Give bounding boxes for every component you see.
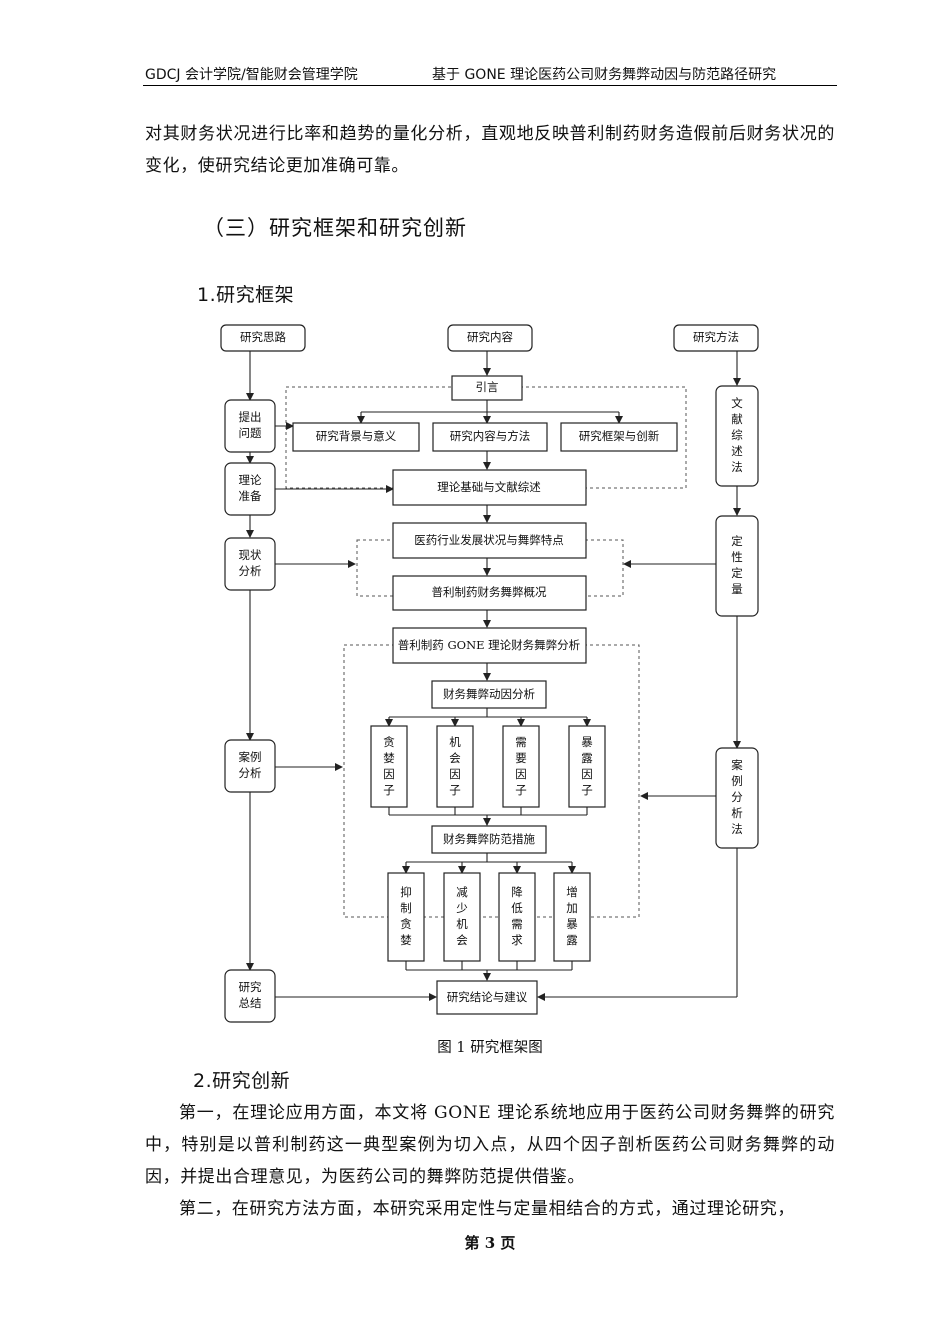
box-left-1 — [224, 399, 276, 453]
box-intro-sub-3 — [560, 422, 678, 452]
label-intro-sub-3: 研究框架与创新 — [579, 429, 660, 443]
box-left-4 — [224, 739, 276, 793]
label-left-1: 提出问题 — [239, 410, 262, 440]
intro-paragraph: 对其财务状况进行比率和趋势的量化分析，直观地反映普利制药财务造假前后财务状况的变… — [145, 124, 835, 176]
label-measure-4: 增加暴露 — [566, 885, 578, 947]
label-conclusion: 研究结论与建议 — [447, 990, 528, 1004]
box-left-5 — [224, 969, 276, 1023]
label-factor-3: 需要因子 — [515, 735, 527, 797]
gone-group-border — [343, 644, 640, 918]
box-intro-sub-1 — [292, 422, 420, 452]
label-right-3: 案例分析法 — [731, 758, 743, 836]
label-intro-sub-2: 研究内容与方法 — [450, 429, 531, 443]
label-motive: 财务舞弊动因分析 — [443, 687, 535, 701]
box-conclusion — [436, 980, 538, 1015]
box-intro — [451, 375, 523, 401]
box-measure-3 — [498, 872, 536, 962]
label-factor-2: 机会因子 — [449, 735, 461, 797]
box-measure-2 — [443, 872, 481, 962]
label-industry: 医药行业发展状况与舞弊特点 — [414, 533, 564, 547]
subsection-innovation-title: 2.研究创新 — [193, 1070, 291, 1092]
page-number: 第 3 页 — [464, 1234, 516, 1252]
box-measures — [431, 825, 547, 854]
label-research-approach: 研究思路 — [240, 330, 286, 344]
box-left-3 — [224, 537, 276, 591]
box-right-2 — [715, 515, 759, 617]
subsection-framework-title: 1.研究框架 — [197, 284, 295, 306]
label-measure-3: 降低需求 — [511, 885, 523, 947]
box-factor-3 — [502, 725, 540, 808]
label-left-3: 现状分析 — [239, 548, 262, 578]
box-overview — [392, 575, 587, 611]
box-left-2 — [224, 462, 276, 516]
header-rule — [143, 85, 837, 86]
label-measures: 财务舞弊防范措施 — [443, 832, 535, 846]
label-right-1: 文献综述法 — [731, 396, 743, 474]
label-right-2: 定性定量 — [731, 534, 743, 596]
box-right-1 — [715, 385, 759, 487]
box-measure-1 — [387, 872, 425, 962]
label-research-method: 研究方法 — [693, 330, 739, 344]
label-research-content: 研究内容 — [467, 330, 513, 344]
box-right-3 — [715, 747, 759, 849]
label-left-2: 理论准备 — [239, 473, 262, 503]
label-intro: 引言 — [476, 380, 499, 394]
box-research-content — [447, 324, 533, 352]
section-title: （三）研究框架和研究创新 — [203, 216, 467, 240]
box-gone-analysis — [392, 627, 587, 664]
innovation-paragraph-2: 第二，在研究方法方面，本研究采用定性与定量相结合的方式，通过理论研究， — [179, 1199, 795, 1219]
label-measure-1: 抑制贪婪 — [400, 885, 412, 947]
box-research-method — [673, 324, 759, 352]
box-motive — [431, 680, 547, 709]
header-left: GDCJ 会计学院/智能财会管理学院 — [145, 67, 358, 83]
box-research-approach — [220, 324, 306, 352]
label-factor-4: 暴露因子 — [581, 735, 593, 797]
label-overview: 普利制药财务舞弊概况 — [432, 585, 547, 599]
box-factor-2 — [436, 725, 474, 808]
box-factor-1 — [370, 725, 408, 808]
box-measure-4 — [553, 872, 591, 962]
label-intro-sub-1: 研究背景与意义 — [316, 429, 397, 443]
label-left-5: 研究总结 — [239, 980, 262, 1010]
label-gone-analysis: 普利制药 GONE 理论财务舞弊分析 — [398, 638, 580, 652]
box-intro-sub-2 — [432, 422, 548, 452]
figure-caption: 图 1 研究框架图 — [437, 1040, 543, 1056]
box-theory — [392, 469, 587, 506]
label-measure-2: 减少机会 — [456, 885, 468, 947]
label-left-4: 案例分析 — [239, 750, 262, 780]
box-industry — [392, 522, 587, 559]
header-right: 基于 GONE 理论医药公司财务舞弊动因与防范路径研究 — [432, 67, 777, 83]
box-factor-4 — [568, 725, 606, 808]
innovation-paragraph-1: 第一，在理论应用方面，本文将 GONE 理论系统地应用于医药公司财务舞弊的研究中… — [145, 1103, 835, 1187]
label-theory: 理论基础与文献综述 — [437, 480, 541, 494]
label-factor-1: 贪婪因子 — [383, 735, 395, 797]
